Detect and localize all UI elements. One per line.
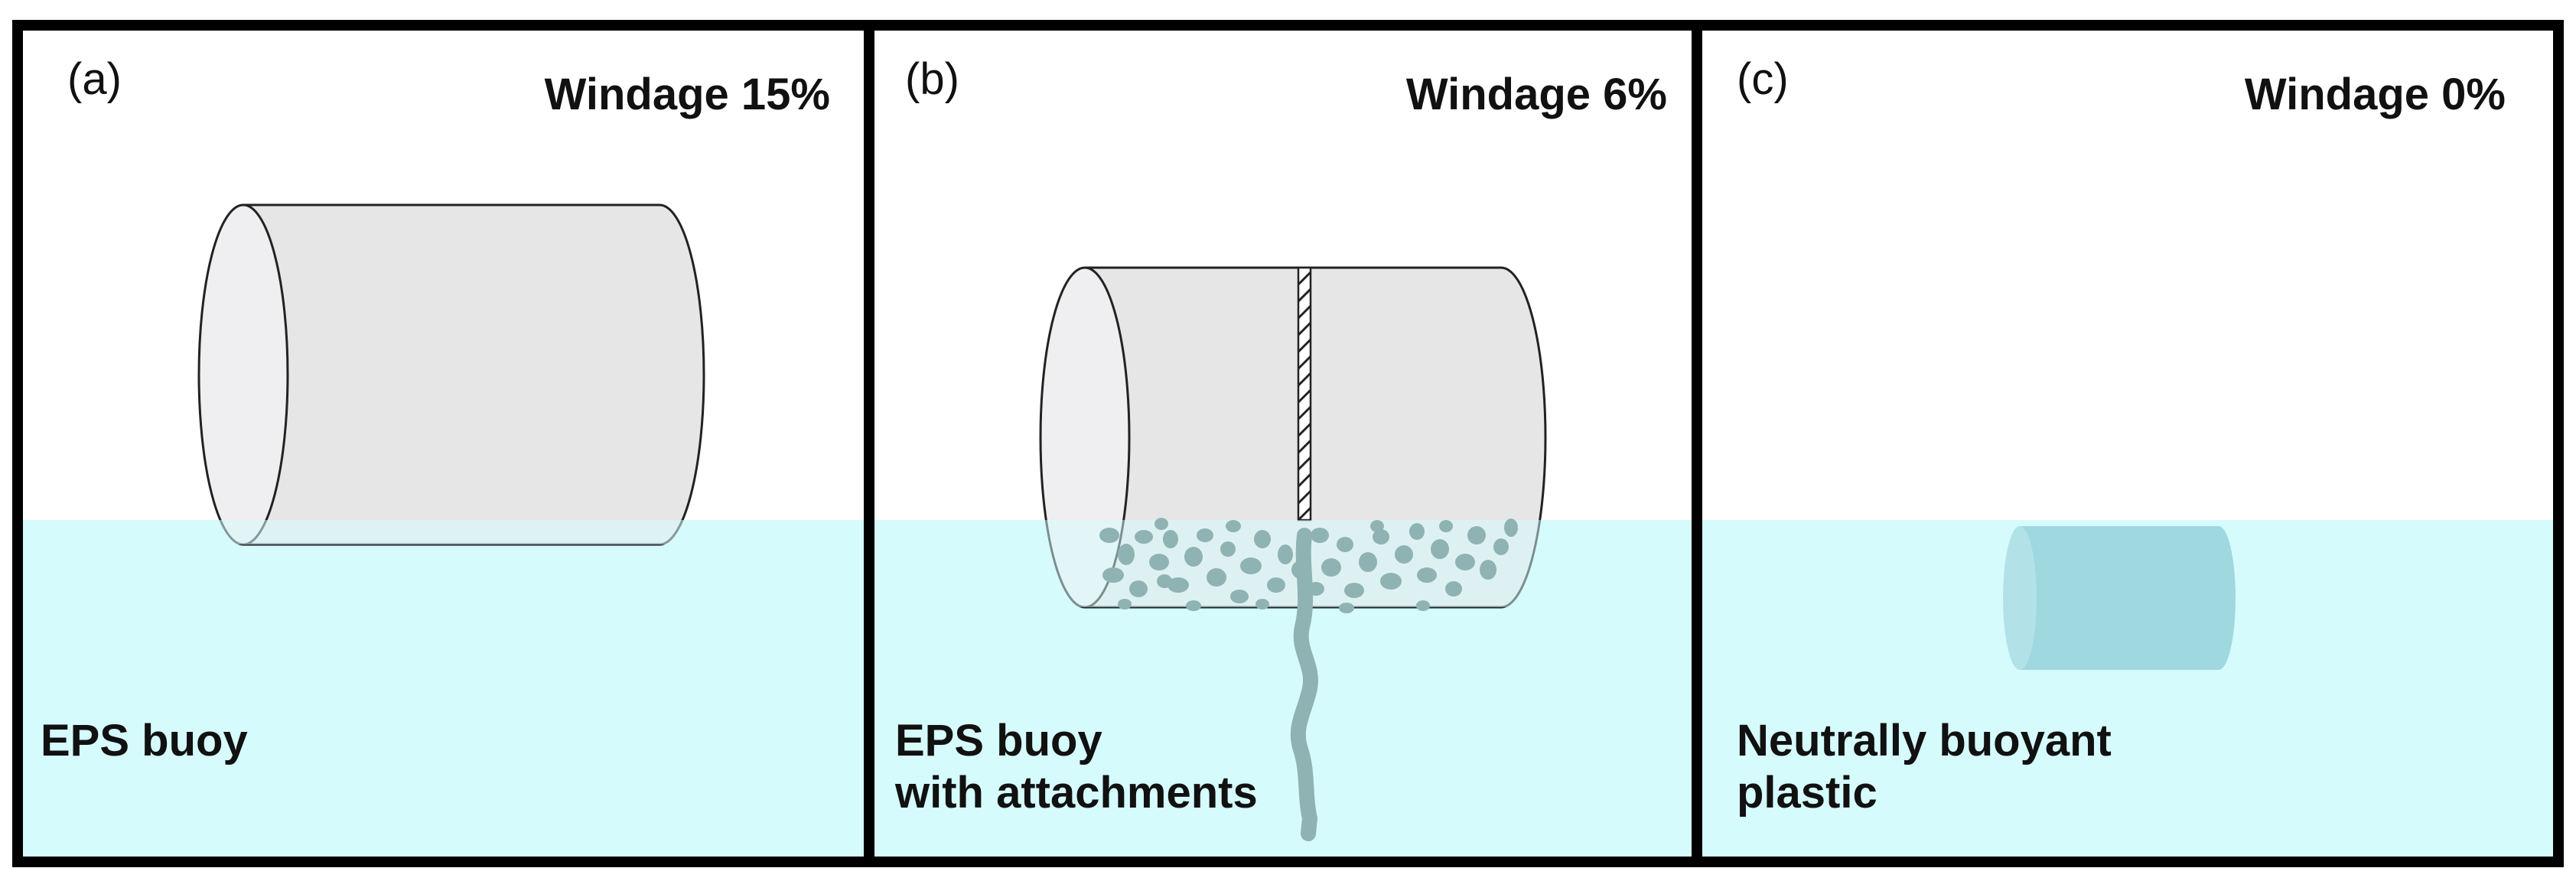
caption-a: EPS buoy bbox=[41, 715, 248, 767]
panel-label-b: (b) bbox=[905, 54, 959, 104]
windage-label-b: Windage 6% bbox=[1405, 70, 1667, 119]
caption-b-line-1: EPS buoy bbox=[895, 716, 1102, 766]
panel-label-c: (c) bbox=[1737, 54, 1789, 104]
panel-c bbox=[1701, 520, 2555, 858]
caption-b-line-2: with attachments bbox=[895, 768, 1258, 818]
hanging-attachment bbox=[1290, 528, 1318, 841]
eps-buoy bbox=[197, 203, 705, 546]
caption-c-line-1: Neutrally buoyant bbox=[1737, 716, 2112, 766]
caption-c: Neutrally buoyant plastic bbox=[1737, 715, 2112, 819]
panel-a bbox=[21, 203, 865, 858]
caption-c-line-2: plastic bbox=[1737, 768, 1877, 818]
panel-b bbox=[873, 266, 1693, 858]
panel-frames bbox=[12, 20, 2564, 867]
biofouling-attachments bbox=[1099, 518, 1518, 613]
water-region bbox=[21, 520, 865, 858]
neutral-plastic-cylinder bbox=[2003, 526, 2236, 670]
windage-label-a: Windage 15% bbox=[544, 70, 830, 119]
windage-label-c: Windage 0% bbox=[2244, 70, 2506, 119]
caption-a-line-1: EPS buoy bbox=[41, 716, 248, 766]
caption-b: EPS buoy with attachments bbox=[895, 715, 1258, 819]
panel-label-a: (a) bbox=[67, 54, 122, 104]
eps-buoy-with-attachments bbox=[1039, 266, 1547, 841]
strap bbox=[1297, 266, 1312, 522]
